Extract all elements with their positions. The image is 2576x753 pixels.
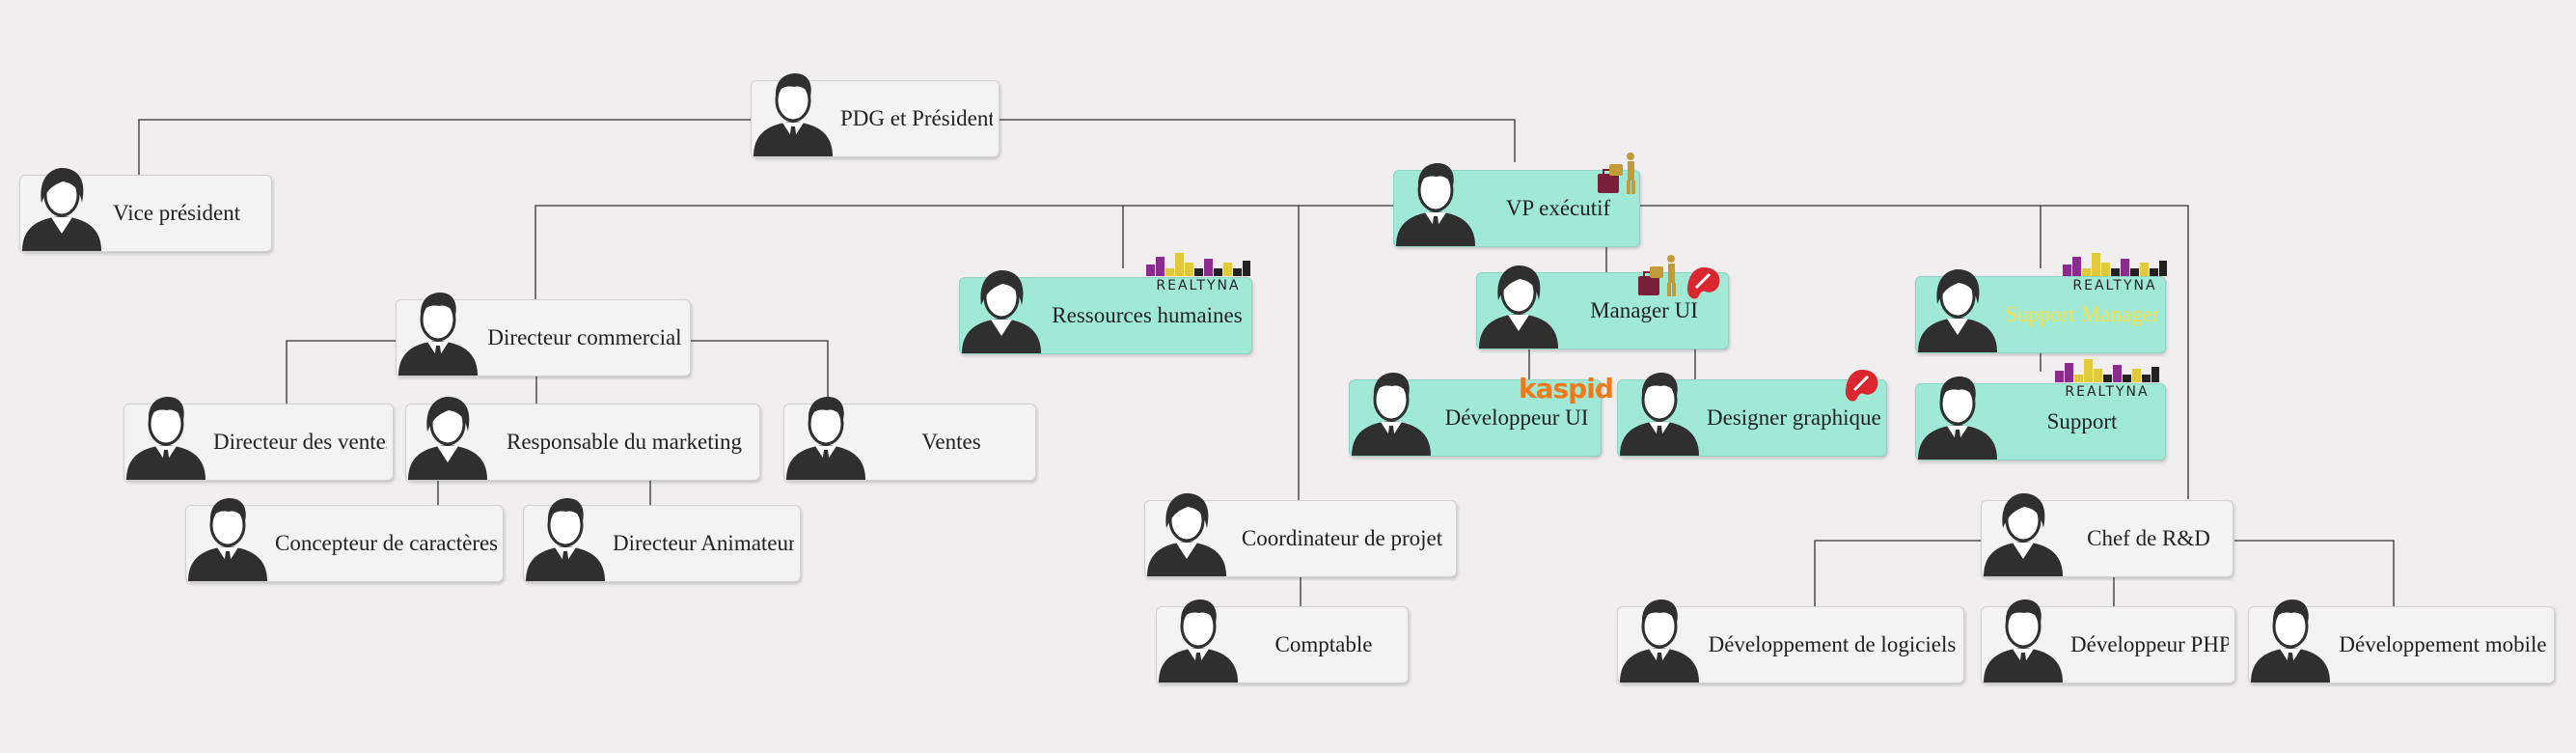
red-palette-icon	[1686, 267, 1720, 299]
node-ui-developer[interactable]: Développeur UI	[1349, 373, 1602, 457]
man-avatar-icon	[1620, 600, 1699, 683]
node-type-designer[interactable]: Concepteur de caractères	[185, 498, 504, 582]
node-label: PDG et Président	[840, 106, 993, 130]
edge-sales-dir-right	[691, 340, 829, 404]
woman-avatar-icon	[1147, 493, 1226, 576]
edge-rd-left	[1814, 540, 1985, 609]
woman-avatar-icon	[408, 397, 487, 480]
man-avatar-icon	[526, 498, 605, 581]
node-label: Chef de R&D	[2087, 526, 2210, 550]
traveler-suitcase-icon	[1598, 153, 1635, 194]
traveler-suitcase-icon	[1638, 255, 1676, 296]
realtyna-word: REALTYNA	[1156, 278, 1241, 293]
node-label: Vice président	[113, 201, 241, 225]
node-graphic-designer[interactable]: Designer graphique	[1617, 373, 1887, 457]
realtyna-logo: REALTYNA	[1144, 249, 1252, 293]
node-sales[interactable]: Ventes	[783, 397, 1036, 481]
man-avatar-icon	[126, 397, 206, 480]
man-avatar-icon	[754, 73, 833, 156]
woman-avatar-icon	[22, 168, 101, 251]
node-label: Responsable du marketing	[506, 430, 742, 454]
node-label: Ventes	[921, 430, 981, 454]
node-sales-head[interactable]: Directeur des ventes	[123, 397, 394, 481]
node-label: Concepteur de caractères	[275, 531, 497, 555]
woman-avatar-icon	[1479, 265, 1558, 349]
node-marketing[interactable]: Responsable du marketing	[405, 397, 760, 481]
node-rd-head[interactable]: Chef de R&D	[1981, 493, 2233, 577]
edge-evp-right	[1640, 205, 2189, 499]
node-vice-president[interactable]: Vice président	[19, 168, 272, 252]
kaspid-logo: kaspid	[1519, 373, 1614, 404]
realtyna-logo: REALTYNA	[2061, 249, 2169, 293]
node-label: Développement mobile	[2339, 632, 2547, 656]
man-avatar-icon	[786, 397, 865, 480]
node-mobile-dev[interactable]: Développement mobile	[2248, 600, 2555, 683]
edge-evp-branches	[534, 205, 1393, 301]
edge-ceo-vp	[138, 119, 751, 175]
edge-ceo-evp	[1000, 119, 1516, 162]
man-avatar-icon	[1984, 600, 2063, 683]
edge-rd-right	[2234, 540, 2395, 609]
node-label: Développeur PHP	[2070, 632, 2229, 656]
edge-sales-dir	[286, 340, 396, 404]
woman-avatar-icon	[1918, 269, 1997, 352]
node-executive-vp[interactable]: VP exécutif	[1393, 163, 1640, 247]
node-project-coordinator[interactable]: Coordinateur de projet	[1144, 493, 1457, 577]
woman-avatar-icon	[1984, 493, 2063, 576]
node-label: Directeur des ventes	[213, 430, 387, 454]
node-label: Support Manager	[2005, 302, 2159, 326]
node-label: Directeur Animateur	[613, 531, 794, 555]
node-animation-director[interactable]: Directeur Animateur	[523, 498, 801, 582]
node-accountant[interactable]: Comptable	[1156, 600, 1409, 683]
realtyna-bars-icon	[1146, 253, 1250, 276]
node-label: Manager UI	[1590, 298, 1698, 322]
node-label: Directeur commercial	[487, 325, 682, 349]
woman-avatar-icon	[962, 270, 1041, 353]
man-avatar-icon	[2251, 600, 2330, 683]
realtyna-word: REALTYNA	[2065, 384, 2150, 400]
node-label: Développement de logiciels	[1708, 632, 1957, 656]
node-ui-manager[interactable]: Manager UI	[1476, 265, 1729, 349]
node-label: Coordinateur de projet	[1241, 526, 1443, 550]
node-label: Ressources humaines	[1052, 303, 1243, 327]
node-software-dev[interactable]: Développement de logiciels	[1617, 600, 1964, 683]
node-hr[interactable]: Ressources humaines	[959, 270, 1252, 354]
man-avatar-icon	[1352, 373, 1431, 456]
man-avatar-icon	[1918, 376, 1997, 460]
node-support[interactable]: Support	[1915, 376, 2166, 460]
red-palette-icon	[1845, 370, 1878, 402]
node-label: Support	[2046, 409, 2118, 433]
man-avatar-icon	[1620, 373, 1699, 456]
realtyna-bars-icon	[2063, 253, 2167, 276]
node-support-manager[interactable]: Support Manager	[1915, 269, 2166, 353]
man-avatar-icon	[1159, 600, 1238, 683]
node-label: Comptable	[1274, 632, 1373, 656]
node-label: Développeur UI	[1444, 405, 1589, 430]
man-avatar-icon	[1396, 163, 1475, 246]
realtyna-word: REALTYNA	[2072, 278, 2157, 293]
node-label: VP exécutif	[1505, 196, 1611, 220]
node-sales-director[interactable]: Directeur commercial	[396, 293, 691, 376]
realtyna-bars-icon	[2055, 359, 2159, 382]
man-avatar-icon	[188, 498, 267, 581]
man-avatar-icon	[398, 293, 478, 376]
node-php-dev[interactable]: Développeur PHP	[1981, 600, 2235, 683]
realtyna-logo: REALTYNA	[2053, 355, 2161, 400]
node-ceo[interactable]: PDG et Président	[751, 73, 1000, 157]
node-label: Designer graphique	[1707, 405, 1880, 430]
